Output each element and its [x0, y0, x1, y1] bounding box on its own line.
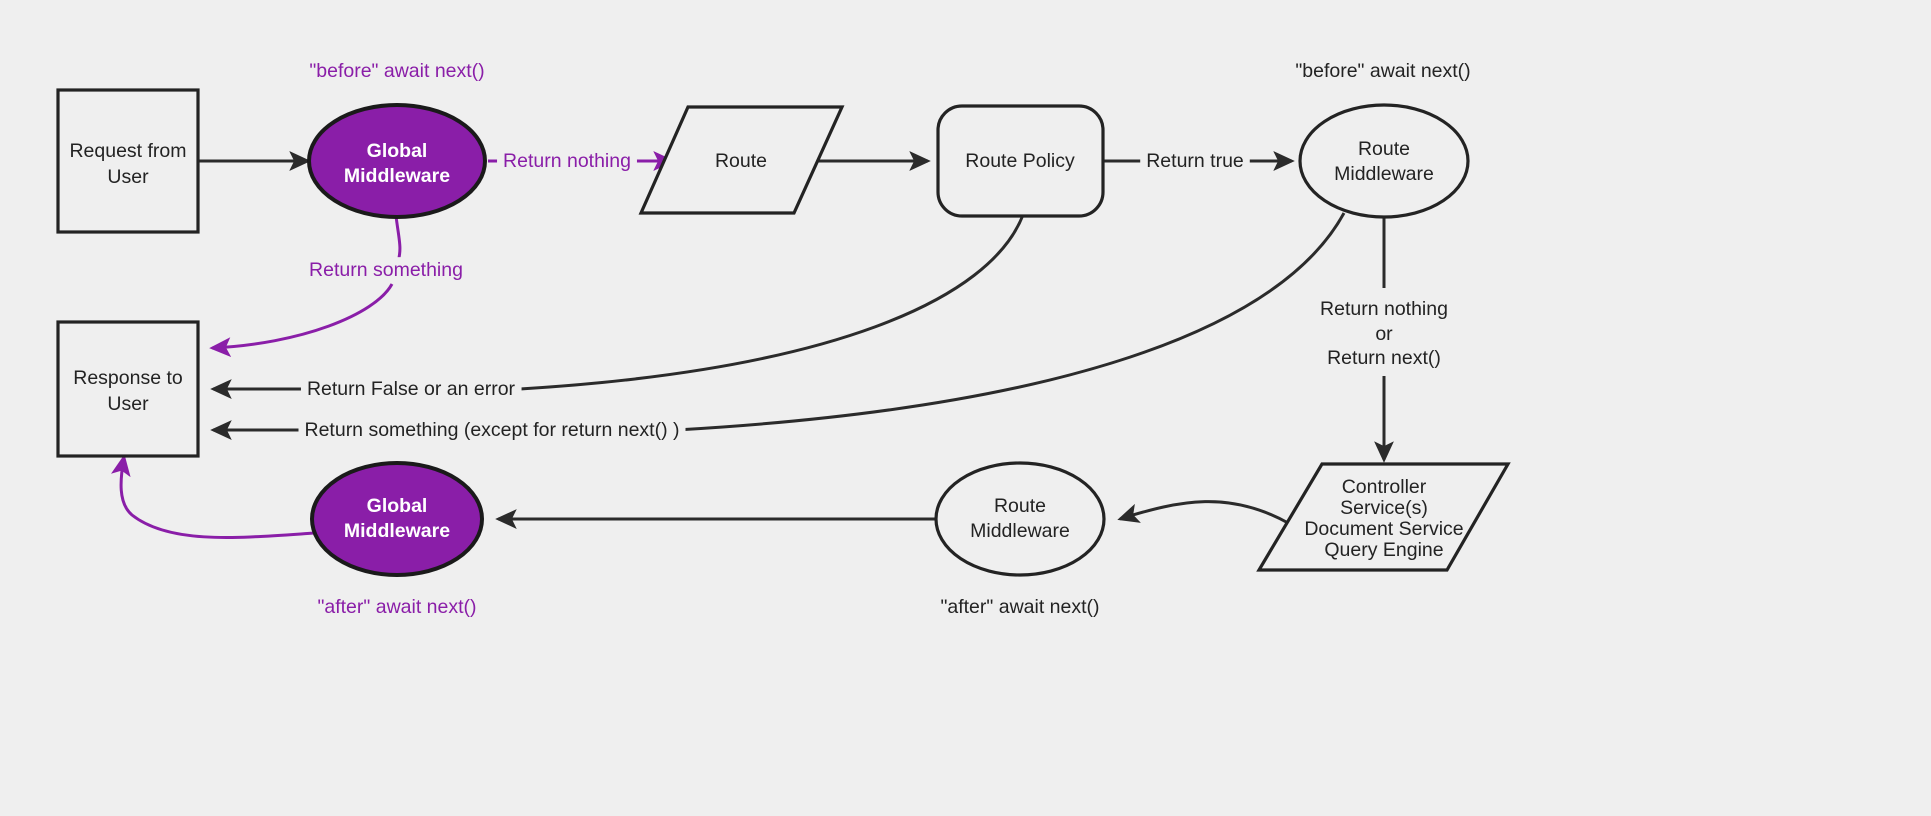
node-route-label: Route	[715, 150, 767, 172]
node-route-middleware-after[interactable]: Route Middleware	[934, 461, 1106, 577]
annotation-after-await-next-route: "after" await next()	[940, 596, 1099, 618]
edge-route-policy-to-response-false: Return False or an error	[210, 214, 1025, 403]
edge-global-middleware-to-route: Return nothing	[488, 148, 675, 175]
edge-label-return-something: Return something	[309, 259, 463, 281]
node-route-middleware-before-line1: Route	[1358, 138, 1410, 160]
edge-route-middleware-to-controller: Return nothing or Return next()	[1314, 214, 1454, 463]
node-controller-line4: Query Engine	[1324, 539, 1443, 561]
node-response-to-user[interactable]: Response to User	[56, 320, 200, 458]
edge-controller-to-route-middleware-bottom	[1117, 500, 1291, 526]
edge-route-policy-to-route-middleware: Return true	[1103, 148, 1295, 175]
node-route-middleware-after-line1: Route	[994, 495, 1046, 517]
node-route-policy-label: Route Policy	[965, 150, 1075, 172]
edge-label-return-nothing-line2: or	[1375, 323, 1393, 345]
edge-label-backdrop	[497, 148, 637, 175]
edge-label-return-true: Return true	[1146, 150, 1244, 172]
node-response-to-user-line1: Response to	[73, 367, 183, 389]
node-route-policy[interactable]: Route Policy	[936, 104, 1105, 218]
node-controller-line3: Document Service	[1304, 518, 1463, 540]
edge-route-middleware-to-response-something: Return something (except for return next…	[210, 212, 1346, 444]
edge-label-backdrop	[1369, 321, 1400, 348]
edge-label-return-nothing-line1: Return nothing	[1320, 298, 1448, 320]
node-route-middleware-before[interactable]: Route Middleware	[1298, 103, 1470, 219]
edge-label-return-nothing-line3: Return next()	[1327, 347, 1441, 369]
edge-label-backdrop	[1321, 345, 1447, 372]
node-route-middleware-before-line2: Middleware	[1334, 163, 1434, 185]
edge-label-backdrop	[300, 376, 522, 403]
edge-label-return-something-except: Return something (except for return next…	[305, 419, 680, 441]
edge-label-return-false-or-error: Return False or an error	[307, 378, 516, 400]
node-request-from-user[interactable]: Request from User	[56, 88, 200, 234]
node-global-middleware-before-line2: Middleware	[344, 165, 450, 187]
node-controller-line1: Controller	[1342, 476, 1427, 498]
node-global-middleware-before-line1: Global	[367, 140, 428, 162]
node-global-middleware-before[interactable]: Global Middleware	[307, 103, 487, 219]
annotation-before-await-next-global: "before" await next()	[309, 60, 484, 82]
edge-label-backdrop	[298, 417, 686, 444]
node-global-middleware-after-line2: Middleware	[344, 520, 450, 542]
node-route-middleware-after-line2: Middleware	[970, 520, 1070, 542]
edge-label-backdrop	[1314, 296, 1454, 323]
node-route[interactable]: Route	[638, 105, 845, 215]
edge-label-backdrop	[1140, 148, 1250, 175]
edge-global-middleware-to-response: Return something	[209, 215, 469, 358]
node-controller-line2: Service(s)	[1340, 497, 1428, 519]
annotation-before-await-next-route: "before" await next()	[1295, 60, 1470, 82]
edge-label-backdrop	[303, 257, 469, 284]
node-request-from-user-line1: Request from	[69, 140, 186, 162]
node-controller-services[interactable]: Controller Service(s) Document Service Q…	[1256, 462, 1511, 572]
node-request-from-user-line2: User	[107, 166, 149, 188]
edge-label-return-nothing: Return nothing	[503, 150, 631, 172]
annotation-after-await-next-global: "after" await next()	[317, 596, 476, 618]
edge-global-middleware-bottom-to-response	[110, 454, 316, 539]
node-response-to-user-line2: User	[107, 393, 149, 415]
node-global-middleware-after-line1: Global	[367, 495, 428, 517]
node-global-middleware-after[interactable]: Global Middleware	[310, 461, 484, 577]
